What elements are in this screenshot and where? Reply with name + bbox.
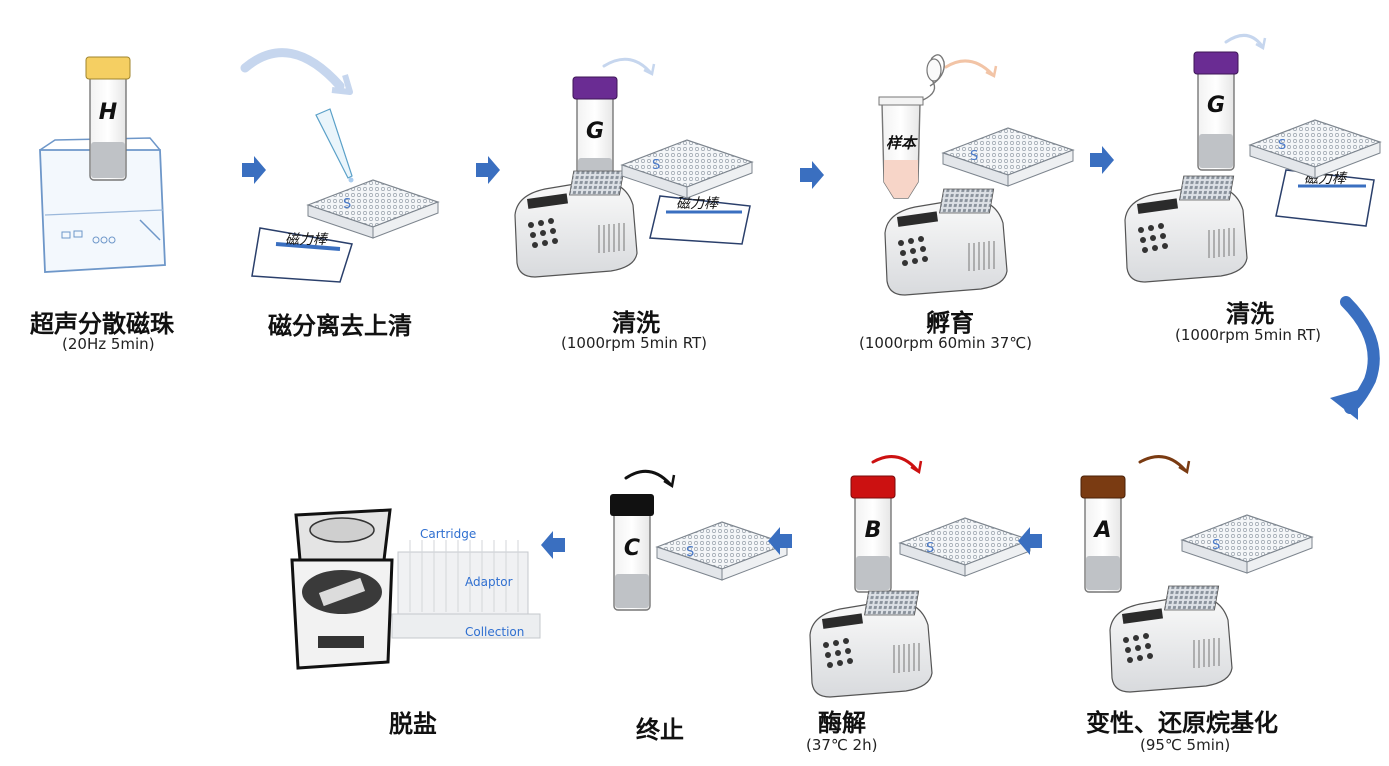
flow-arrow-icon (242, 156, 266, 184)
well-plate-icon: S (942, 127, 1074, 187)
tube-a-label: A (1092, 518, 1111, 543)
tube-c-label: C (624, 536, 640, 561)
tube-h-label: H (99, 100, 117, 125)
well-plate-icon: S (1249, 119, 1381, 179)
tube-a-icon: A (1080, 475, 1126, 593)
step8-illustration: C S (610, 469, 788, 611)
step3-title: 清洗 (612, 309, 660, 337)
step5-condition: (1000rpm 5min RT) (1175, 326, 1322, 344)
step4-illustration: 样本 S (878, 54, 1074, 296)
step1-condition: (20Hz 5min) (62, 335, 155, 353)
adaptor-label: Adaptor (465, 575, 513, 589)
curved-arrow-icon (602, 57, 652, 74)
curved-arrow-icon (1224, 34, 1264, 48)
sample-label: 样本 (886, 134, 918, 152)
step4-title: 孵育 (926, 309, 974, 337)
step5-title: 清洗 (1226, 300, 1274, 328)
step7-illustration: B S (809, 455, 1031, 698)
step3-condition: (1000rpm 5min RT) (561, 334, 708, 352)
tube-c-icon: C (610, 494, 654, 611)
curved-arrow-icon (240, 48, 345, 91)
step6-title: 变性、还原烷基化 (1086, 709, 1278, 737)
plate-label: S (1278, 138, 1286, 153)
flow-arrow-icon (476, 156, 500, 184)
step9-illustration: Cartridge Adaptor Collection (290, 508, 541, 670)
plate-label: S (686, 545, 694, 560)
cartridge-label: Cartridge (420, 527, 476, 541)
step1-title: 超声分散磁珠 (30, 310, 174, 338)
step2-title: 磁分离去上清 (268, 312, 412, 340)
centrifuge-icon (290, 508, 394, 670)
flow-arrow-icon (541, 531, 565, 559)
step6-condition: (95℃ 5min) (1140, 736, 1231, 754)
step6-illustration: A S (1080, 455, 1313, 693)
curved-blue-arrow-icon (1330, 296, 1380, 420)
tube-h-icon: H (85, 56, 131, 181)
well-plate-icon: S (307, 179, 439, 239)
curved-arrow-icon (944, 59, 994, 76)
curved-arrow-icon (624, 469, 672, 486)
well-plate-icon: S (621, 139, 753, 199)
well-plate-icon: S (1181, 514, 1313, 574)
tube-g-icon: G (1193, 51, 1239, 171)
plate-label: S (343, 197, 351, 212)
step7-title: 酶解 (818, 709, 866, 737)
plate-label: S (970, 149, 978, 164)
flow-arrow-icon (800, 161, 824, 189)
curved-arrow-icon (1138, 455, 1187, 472)
thermo-shaker-icon (884, 188, 1008, 296)
well-plate-icon: S (899, 517, 1031, 577)
thermo-shaker-icon (514, 170, 638, 278)
flow-arrow-icon (768, 527, 792, 555)
step3-illustration: G 磁力棒 S (514, 57, 753, 278)
step8-title: 终止 (636, 716, 684, 744)
thermo-shaker-icon (1124, 175, 1248, 283)
thermo-shaker-icon (809, 590, 933, 698)
tube-g-label: G (586, 119, 604, 144)
cartridge-rack-icon: Cartridge Adaptor Collection (391, 527, 541, 639)
thermo-shaker-icon (1109, 585, 1233, 693)
step4-condition: (1000rpm 60min 37℃) (859, 334, 1033, 352)
magnet-pad-icon: 磁力棒 (649, 195, 751, 245)
step9-title: 脱盐 (389, 710, 437, 738)
collection-label: Collection (465, 625, 524, 639)
magnet-pad-icon: 磁力棒 (1275, 169, 1375, 227)
magnet-label: 磁力棒 (676, 196, 720, 212)
step2-illustration: 磁力棒 S (240, 48, 439, 283)
curved-arrow-icon (871, 455, 919, 472)
magnet-label: 磁力棒 (285, 232, 329, 248)
step7-condition: (37℃ 2h) (806, 736, 878, 754)
tube-g-label: G (1207, 93, 1225, 118)
flow-arrow-icon (1018, 527, 1042, 555)
flow-arrow-icon (1090, 146, 1114, 174)
plate-label: S (1212, 538, 1220, 553)
ultrasonic-bath-icon (39, 137, 166, 273)
pipette-tip-icon (315, 108, 354, 183)
plate-label: S (652, 158, 660, 173)
magnet-pad-icon: 磁力棒 (251, 227, 353, 283)
plate-label: S (926, 541, 934, 556)
step5-illustration: G 磁力棒 S (1124, 34, 1381, 283)
tube-b-icon: B (850, 475, 896, 593)
well-plate-icon: S (656, 521, 788, 581)
tube-b-label: B (865, 518, 882, 543)
step1-illustration: H (39, 56, 166, 273)
sample-tube-icon: 样本 (878, 54, 945, 199)
